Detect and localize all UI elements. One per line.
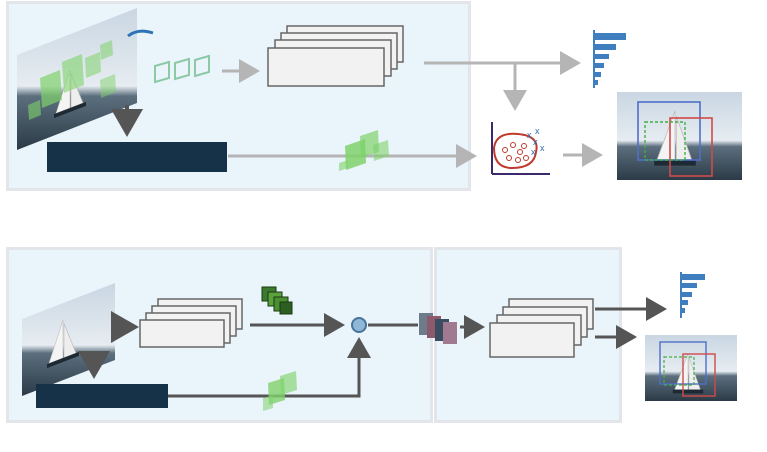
feature-patch	[100, 74, 116, 98]
bottom-output-histogram	[680, 272, 705, 318]
feature-patch	[100, 40, 113, 60]
feature-patch	[28, 100, 41, 120]
green-feature-patches	[339, 130, 389, 171]
top-input-image	[17, 8, 137, 150]
fusion-node	[351, 317, 367, 333]
bottom-decoder-stack	[489, 298, 594, 358]
feature-patch	[85, 52, 101, 78]
top-navy-bar	[47, 142, 227, 172]
svg-text:x: x	[531, 147, 536, 157]
bottom-output-image	[645, 335, 737, 401]
curved-arrow-icon	[127, 29, 154, 38]
top-encoder-stack	[267, 25, 404, 87]
top-output-histogram	[593, 30, 626, 88]
green-feature-patches	[263, 371, 297, 411]
svg-text:x: x	[540, 143, 545, 153]
svg-text:x: x	[533, 137, 538, 147]
token-tiles-icon	[419, 313, 457, 344]
feature-patch	[62, 54, 84, 93]
svg-text:x: x	[535, 126, 540, 136]
bottom-encoder-stack	[139, 298, 243, 348]
feature-cubes-icon	[261, 286, 293, 315]
patch-stack	[154, 54, 210, 84]
top-output-image	[617, 92, 742, 180]
arrow	[168, 337, 371, 398]
classifier-plot: x x x x x	[491, 122, 550, 175]
bottom-navy-bar	[36, 384, 168, 408]
svg-text:x: x	[527, 130, 532, 140]
bottom-input-image	[22, 283, 115, 396]
feature-patch	[40, 70, 62, 108]
